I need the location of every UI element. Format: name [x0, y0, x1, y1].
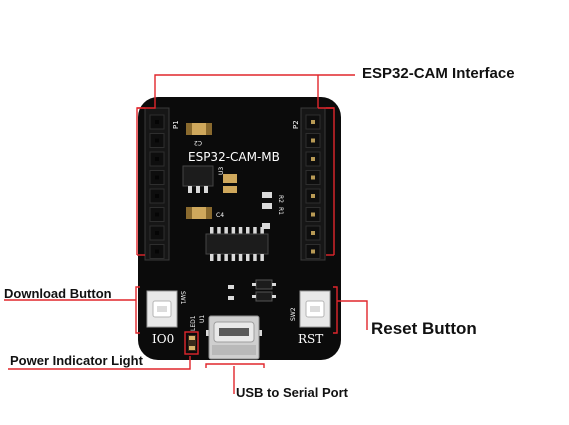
callout-reset-button: Reset Button	[371, 319, 477, 338]
io0-label: IO0	[152, 332, 174, 346]
led-ref: LED1	[190, 315, 197, 331]
callout-esp32-interface: ESP32-CAM Interface	[362, 65, 515, 82]
header-pin-hole	[311, 194, 315, 198]
header-pin-hole	[311, 120, 315, 124]
callout-lines	[4, 74, 368, 394]
left-pin-header	[144, 107, 170, 261]
rst-label: RST	[298, 332, 323, 346]
chip-leg	[238, 254, 243, 261]
chip-leg	[210, 227, 214, 234]
chip-leg	[231, 227, 236, 234]
header-pin-hole	[155, 212, 159, 217]
esp32-interface-bracket	[136, 74, 355, 255]
chip-leg	[260, 254, 264, 261]
header-pin-hole	[155, 175, 159, 180]
micro-usb-port[interactable]	[206, 315, 262, 360]
header-pin-hole	[155, 231, 159, 235]
header-pin-hole	[311, 231, 315, 235]
chip-leg	[260, 227, 264, 234]
header-pin-hole	[311, 138, 315, 143]
chip-decoupling-cap	[262, 223, 270, 229]
board-title: ESP32-CAM-MB	[188, 150, 280, 164]
header-pin-hole	[311, 157, 315, 161]
capacitor-small-2	[223, 186, 237, 193]
header-pin-hole	[311, 212, 315, 217]
header-pin-hole	[155, 138, 159, 143]
capacitor-c4	[186, 207, 212, 219]
header-pin-hole	[311, 249, 315, 254]
chip-leg	[217, 254, 221, 261]
header-right-ref: P2	[292, 120, 300, 129]
header-pin-hole	[155, 194, 159, 198]
reg-u3-ref: U3	[218, 167, 225, 175]
chip-leg	[246, 227, 250, 234]
diode-component	[252, 279, 276, 302]
download-button-switch[interactable]	[146, 290, 178, 328]
reset-button-switch[interactable]	[299, 290, 331, 328]
res-r1-ref: R1	[277, 207, 284, 215]
capacitor-small-1	[223, 174, 237, 183]
chip-leg	[253, 227, 257, 234]
callout-download-button: Download Button	[4, 286, 112, 301]
chip-leg	[224, 254, 228, 261]
chip-leg	[238, 227, 243, 234]
sw2-ref: SW2	[290, 307, 297, 321]
header-left-ref: P1	[172, 120, 180, 129]
download-button-box	[135, 286, 140, 334]
power-indicator-leader	[8, 356, 191, 370]
chip-leg	[217, 227, 221, 234]
resistor-r2	[262, 203, 272, 209]
power-indicator-box	[184, 331, 199, 355]
usb-bracket	[205, 363, 265, 368]
cap-c2-ref: C2	[194, 139, 202, 146]
sw1-ref: SW1	[179, 291, 186, 305]
chip-leg	[253, 254, 257, 261]
header-pin-hole	[311, 175, 315, 180]
serial-chip	[205, 227, 269, 261]
power-led	[188, 335, 196, 351]
reset-button-leader	[337, 300, 368, 330]
header-pin-hole	[155, 157, 159, 161]
header-pin-hole	[155, 120, 159, 124]
chip-leg	[246, 254, 250, 261]
chip-leg	[210, 254, 214, 261]
regulator-u3	[182, 165, 214, 193]
chip-leg	[224, 227, 228, 234]
callout-usb-serial: USB to Serial Port	[236, 385, 348, 400]
small-resistor-a	[228, 285, 234, 289]
cap-c4-ref: C4	[216, 212, 224, 219]
reset-button-box	[333, 286, 338, 334]
resistor-r1	[262, 192, 272, 198]
header-pin-hole	[155, 249, 159, 254]
chip-leg	[231, 254, 236, 261]
res-r2-ref: R2	[277, 195, 284, 203]
small-resistor-b	[228, 296, 234, 300]
callout-power-indicator: Power Indicator Light	[10, 353, 143, 368]
right-pin-header	[300, 107, 326, 261]
capacitor-c2	[186, 123, 212, 135]
usb-ref: U1	[199, 315, 206, 323]
